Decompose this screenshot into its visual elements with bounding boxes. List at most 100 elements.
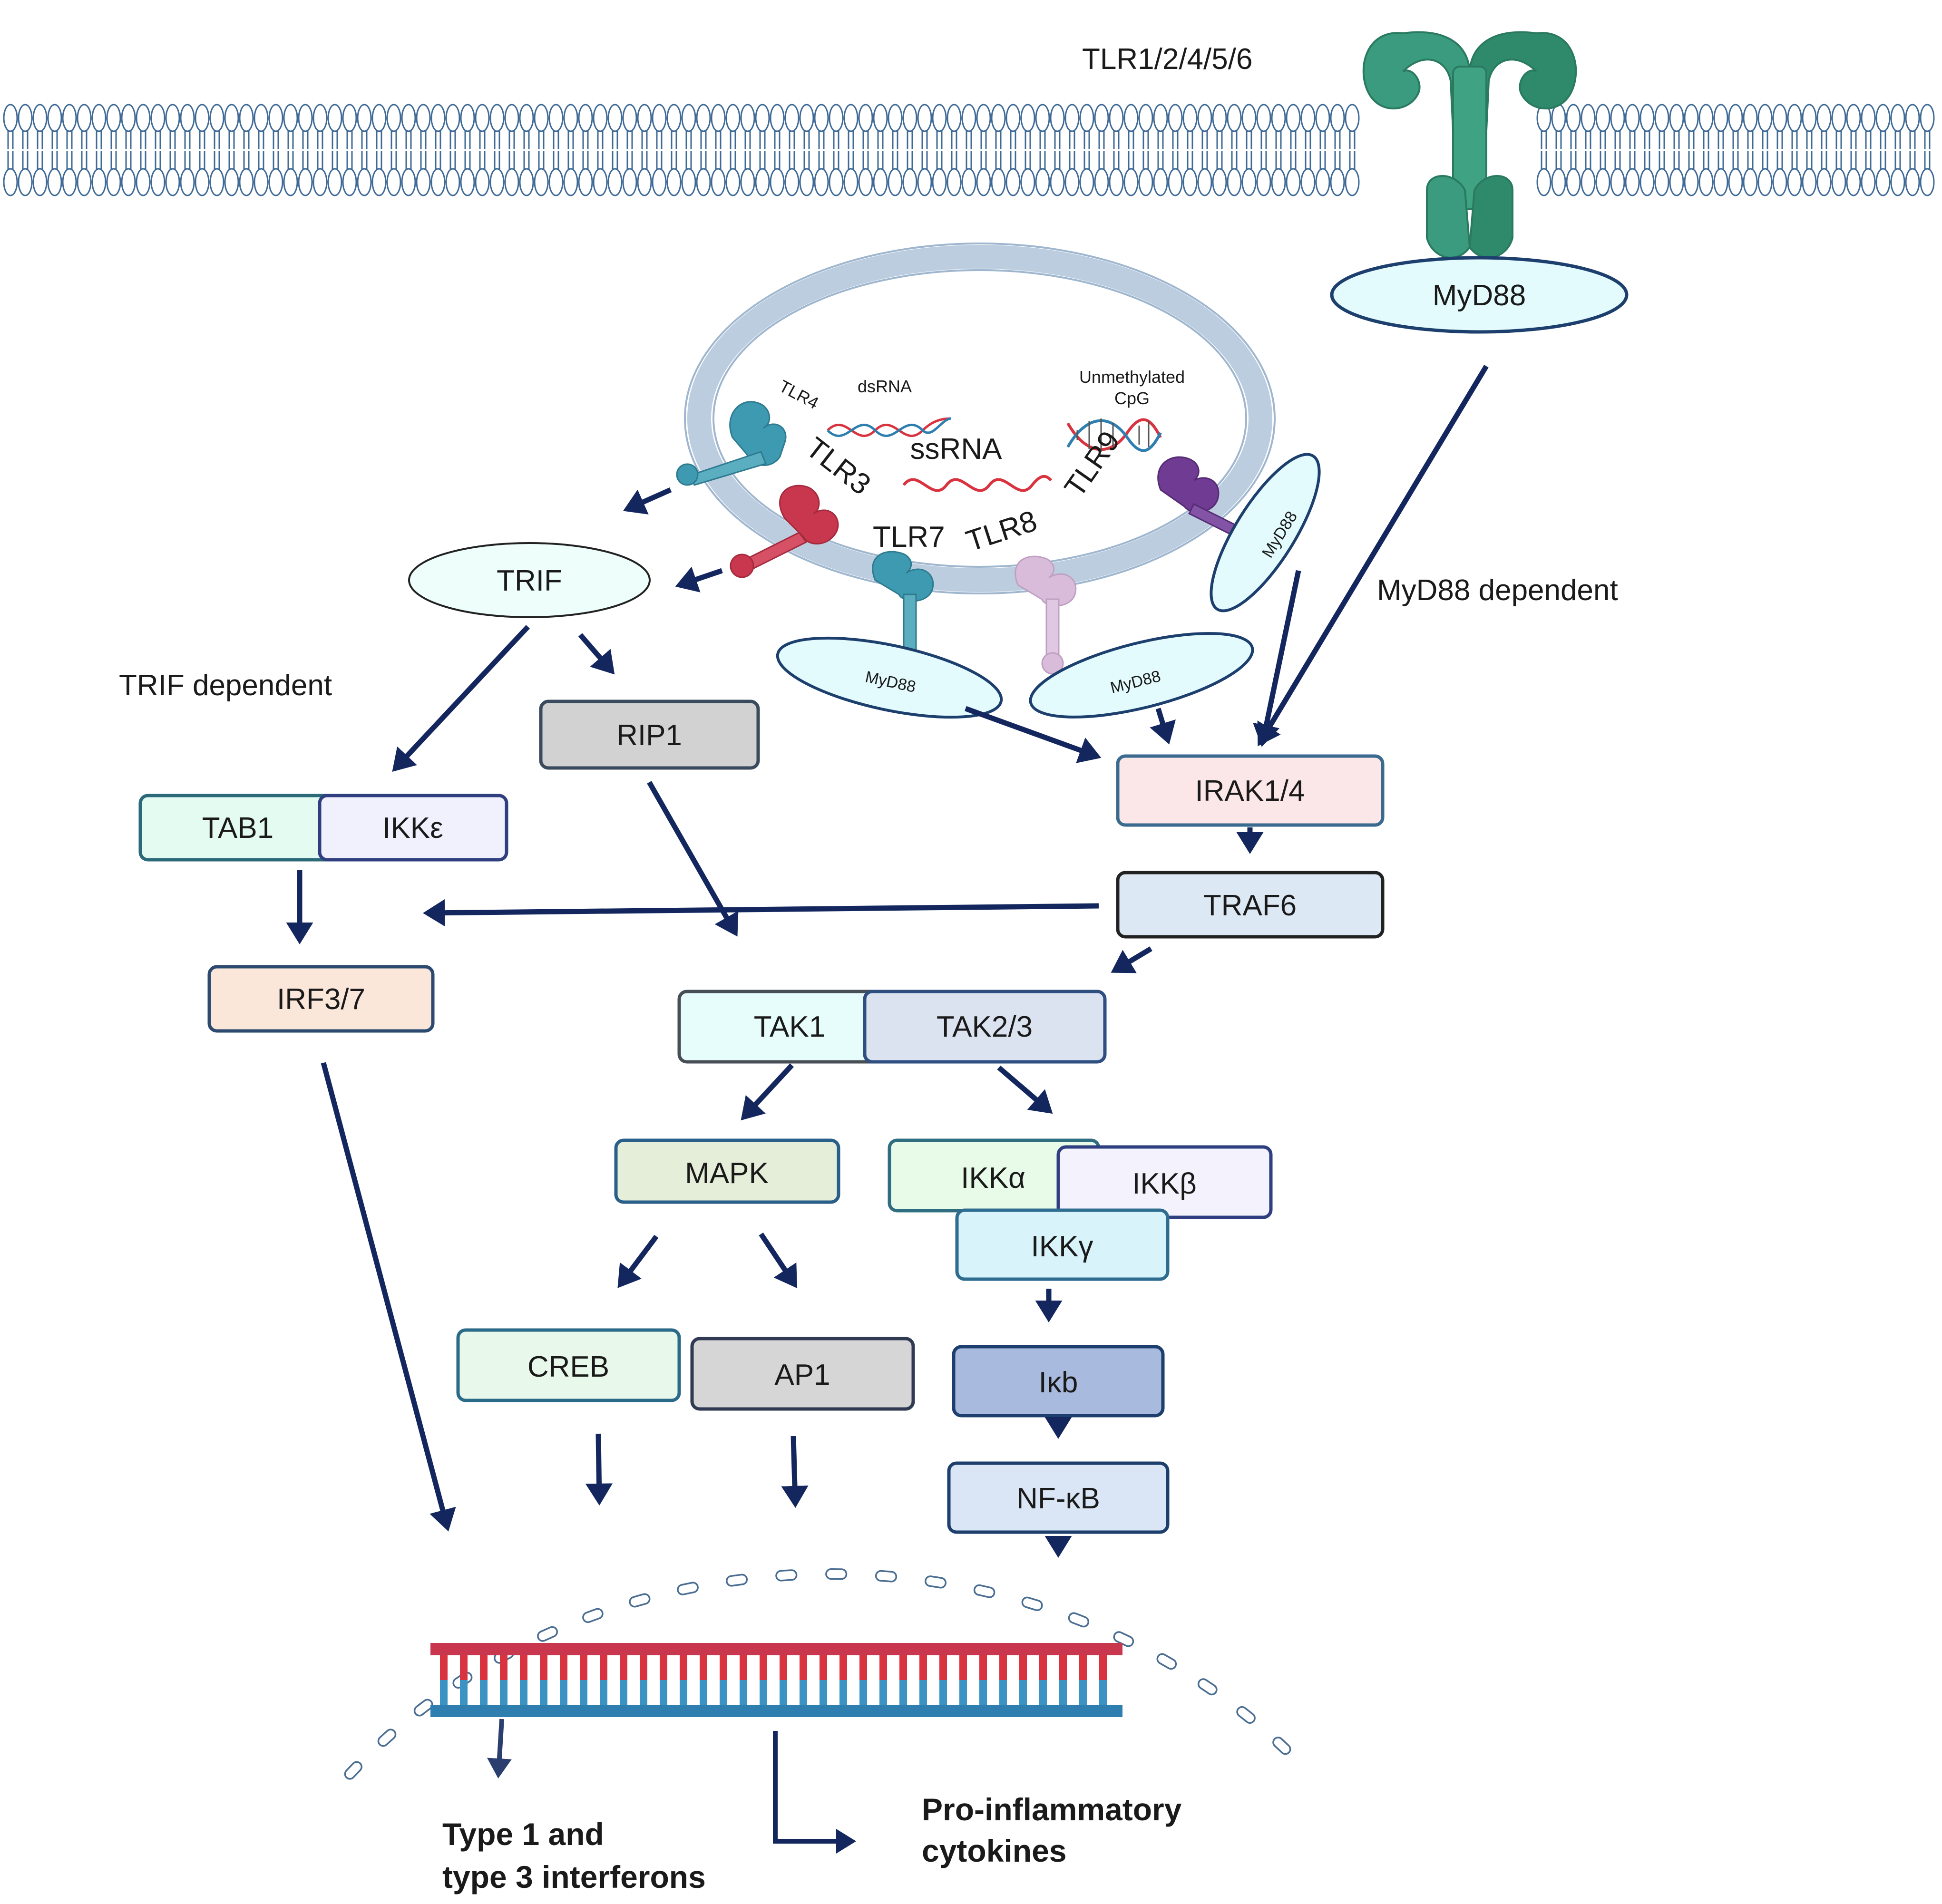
tlr4-label: TLR4 <box>776 376 822 413</box>
lipid-head <box>1139 105 1152 131</box>
lipid-head <box>1817 169 1831 195</box>
lipid-tail <box>1158 131 1163 169</box>
dna-base-red <box>1079 1655 1087 1680</box>
lipid-tail <box>244 131 249 169</box>
lipid-head <box>92 105 106 131</box>
lipid-head <box>505 169 518 195</box>
tlr9-label: TLR9 <box>1058 425 1126 503</box>
lipid-head <box>1626 105 1639 131</box>
nuclear-envelope-segment-fill <box>383 1734 391 1741</box>
lipid-tail <box>1261 131 1266 169</box>
lipid-tail <box>1807 131 1812 169</box>
lipid-head <box>1817 105 1831 131</box>
lipid-head <box>1183 105 1197 131</box>
lipid-head <box>107 105 120 131</box>
membrane-tlr-label: TLR1/2/4/5/6 <box>1082 43 1252 76</box>
lipid-head <box>1065 169 1079 195</box>
irak14-node: IRAK1/4 <box>1118 756 1383 825</box>
lipid-head <box>195 105 209 131</box>
lipid-head <box>1685 169 1698 195</box>
lipid-head <box>1611 169 1624 195</box>
lipid-tail <box>1306 131 1310 169</box>
lipid-head <box>1655 169 1669 195</box>
lipid-head <box>328 105 342 131</box>
lipid-head <box>1257 105 1270 131</box>
dna-base-red <box>1099 1655 1107 1680</box>
cpg-label-line2: CpG <box>1114 389 1150 408</box>
tak23-node: TAK2/3 <box>865 991 1105 1062</box>
dna-base-red <box>740 1655 747 1680</box>
arrow-ap1-to-nucleus <box>793 1436 795 1503</box>
lipid-head <box>1921 169 1934 195</box>
lipid-head <box>712 169 725 195</box>
dna-base-blue <box>879 1680 887 1705</box>
lipid-head <box>1611 105 1624 131</box>
lipid-tail <box>1763 131 1767 169</box>
lipid-tail <box>1600 131 1605 169</box>
lipid-head <box>829 105 843 131</box>
lipid-head <box>166 169 179 195</box>
lipid-head <box>520 169 533 195</box>
lipid-tail <box>908 131 912 169</box>
dna-base-red <box>500 1655 507 1680</box>
lipid-head <box>1567 169 1580 195</box>
lipid-tail <box>465 131 470 169</box>
nuclear-envelope-segment-fill <box>588 1614 598 1618</box>
nfkb-label: NF-κB <box>1016 1482 1100 1515</box>
lipid-head <box>667 169 681 195</box>
lipid-tail <box>1276 131 1281 169</box>
lipid-head <box>947 105 961 131</box>
dna-base-blue <box>700 1680 707 1705</box>
lipid-head <box>372 105 386 131</box>
lipid-head <box>535 169 548 195</box>
lipid-head <box>815 169 828 195</box>
lipid-head <box>888 105 902 131</box>
lipid-tail <box>362 131 367 169</box>
lipid-head <box>741 169 754 195</box>
nuclear-envelope-segment-fill <box>1119 1637 1129 1641</box>
lipid-tail <box>1645 131 1649 169</box>
lipid-head <box>815 105 828 131</box>
lipid-tail <box>1040 131 1045 169</box>
dna-base-blue <box>959 1680 967 1705</box>
lipid-head <box>888 169 902 195</box>
lipid-head <box>1670 105 1683 131</box>
dna-base-blue <box>760 1680 767 1705</box>
arrow-creb-to-nucleus <box>598 1434 599 1500</box>
lipid-head <box>78 169 91 195</box>
dna-base-red <box>460 1655 468 1680</box>
nfkb-node: NF-κB <box>949 1463 1168 1532</box>
lipid-head <box>1198 105 1211 131</box>
cytokines-label-line1: Pro-inflammatory <box>922 1792 1182 1827</box>
lipid-head <box>653 105 666 131</box>
dna-base-blue <box>839 1680 847 1705</box>
lipid-head <box>240 169 253 195</box>
lipid-head <box>505 105 518 131</box>
dna-base-blue <box>600 1680 607 1705</box>
lipid-head <box>1183 169 1197 195</box>
dna-base-red <box>820 1655 827 1680</box>
lipid-head <box>579 105 592 131</box>
lipid-head <box>1906 169 1919 195</box>
endosome-myd88-tlr7: MyD88 <box>771 622 1008 733</box>
nuclear-envelope-segment-fill <box>1242 1712 1250 1718</box>
creb-label: CREB <box>527 1350 609 1383</box>
lipid-head <box>1847 169 1860 195</box>
arrow-dna-to-cytokines <box>775 1731 851 1841</box>
lipid-tail <box>568 131 573 169</box>
lipid-head <box>579 169 592 195</box>
lipid-head <box>343 105 356 131</box>
arrow-tlr4-to-trif <box>628 490 671 509</box>
lipid-head <box>549 105 563 131</box>
lipid-head <box>623 169 636 195</box>
lipid-tail <box>406 131 411 169</box>
ap1-label: AP1 <box>774 1359 830 1391</box>
lipid-head <box>137 105 150 131</box>
dna-base-blue <box>680 1680 687 1705</box>
lipid-head <box>1788 169 1801 195</box>
lipid-tail <box>450 131 455 169</box>
arrow-trif-to-ikke <box>396 627 528 768</box>
lipid-head <box>1552 105 1565 131</box>
lipid-head <box>874 105 887 131</box>
ssrna-label: ssRNA <box>910 433 1003 466</box>
